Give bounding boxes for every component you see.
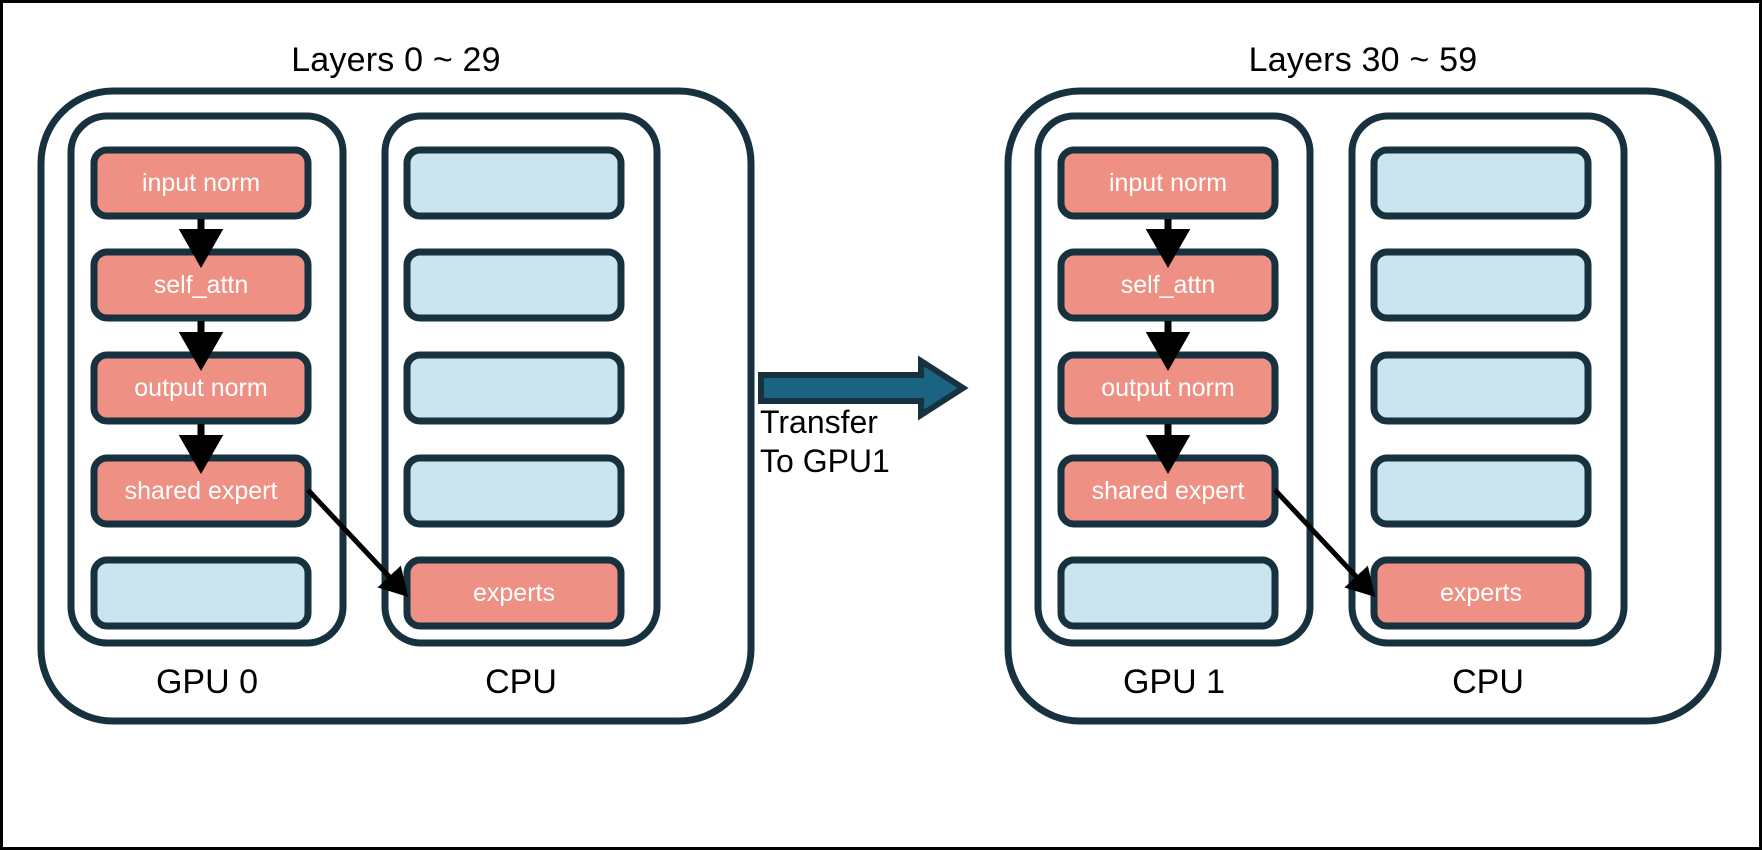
block-label-experts-right: experts: [1440, 579, 1522, 607]
block-label-shared-expert-left: shared expert: [124, 477, 278, 505]
transfer-label-line2: To GPU1: [760, 443, 890, 480]
block-cpu-right-2[interactable]: [1370, 248, 1592, 322]
arrow-shared-expert-to-experts-right: [1273, 488, 1376, 597]
block-label-self-attn-left: self_attn: [153, 271, 249, 299]
transfer-arrow-shape: [758, 355, 969, 421]
block-cpu-left-3[interactable]: [403, 351, 625, 425]
block-label-output-norm-right: output norm: [1101, 374, 1235, 402]
block-label-self-attn-right: self_attn: [1120, 271, 1216, 299]
block-cpu-right-3[interactable]: [1370, 351, 1592, 425]
arrow-shared-expert-to-experts-left: [306, 488, 409, 597]
panel-right-title: Layers 30 ~ 59: [1248, 41, 1478, 79]
panel-left-title: Layers 0 ~ 29: [291, 41, 501, 79]
footer-cpu-left: CPU: [485, 663, 557, 701]
footer-gpu-0: GPU 0: [155, 663, 259, 701]
panel-left-frame: [37, 87, 755, 725]
block-input-norm-left[interactable]: [90, 146, 312, 220]
panel-right-frame: [1004, 87, 1722, 725]
block-label-output-norm-left: output norm: [134, 374, 268, 402]
footer-cpu-right: CPU: [1452, 663, 1524, 701]
block-empty-gpu-right[interactable]: [1057, 556, 1279, 630]
block-cpu-left-4[interactable]: [403, 454, 625, 528]
block-cpu-left-2[interactable]: [403, 248, 625, 322]
block-label-input-norm-left: input norm: [141, 169, 261, 197]
block-label-experts-left: experts: [473, 579, 555, 607]
transfer-arrow: [758, 355, 969, 421]
transfer-label: Transfer To GPU1: [760, 403, 890, 481]
block-empty-gpu-left[interactable]: [90, 556, 312, 630]
block-label-shared-expert-right: shared expert: [1091, 477, 1245, 505]
block-label-input-norm-right: input norm: [1108, 169, 1228, 197]
footer-gpu-1: GPU 1: [1122, 663, 1226, 701]
block-input-norm-right[interactable]: [1057, 146, 1279, 220]
block-cpu-left-1[interactable]: [403, 146, 625, 220]
block-cpu-right-4[interactable]: [1370, 454, 1592, 528]
diagram-svg: [37, 87, 1722, 725]
transfer-label-line1: Transfer: [760, 404, 878, 440]
block-cpu-right-1[interactable]: [1370, 146, 1592, 220]
